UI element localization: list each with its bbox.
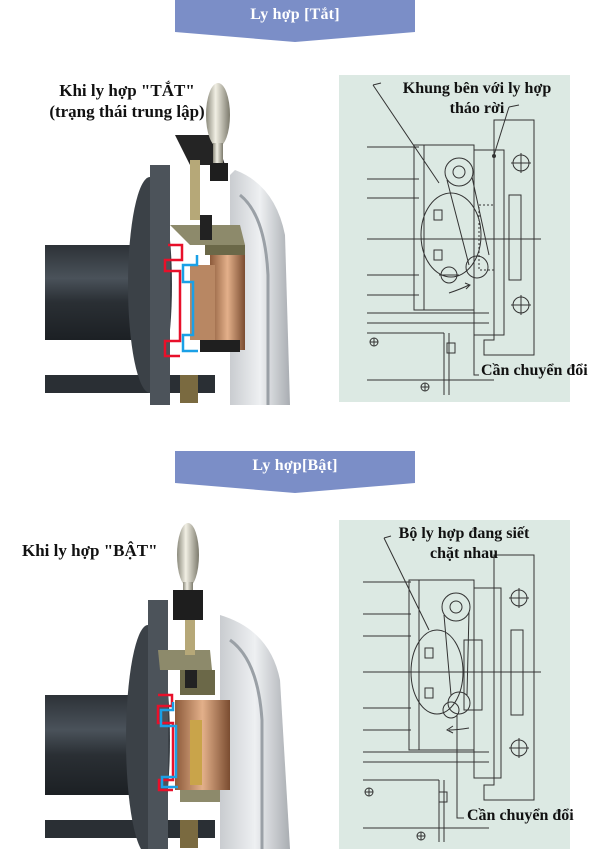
diagram-off-label-lever: Cần chuyển đổi (481, 362, 588, 379)
banner-title: Ly hợp[Bật] (252, 457, 338, 474)
caption-line-1: Khi ly hợp "TẮT" (59, 81, 195, 100)
diagram-off-drawing (367, 82, 541, 395)
diagram-off-label-top: Khung bên với ly hợp tháo rời (377, 79, 577, 119)
caption-line-2: (trạng thái trung lập) (49, 102, 205, 121)
label-top-line-2: tháo rời (449, 100, 505, 117)
diagram-on-panel: Bộ ly hợp đang siết chặt nhau Cần chuyển… (339, 520, 574, 849)
label-top-line-2: chặt nhau (429, 545, 499, 562)
diagram-on-drawing (363, 535, 541, 842)
diagram-on-label-top: Bộ ly hợp đang siết chặt nhau (379, 524, 549, 564)
banner-clutch-on: Ly hợp[Bật] (175, 451, 415, 493)
banner-arrow-shape (175, 0, 415, 42)
banner-clutch-off: Ly hợp [Tắt] (175, 0, 415, 42)
photo-caption-on: Khi ly hợp "BẬT" (22, 540, 172, 561)
clutch-off-photo (45, 83, 290, 405)
diagram-off-panel: Khung bên với ly hợp tháo rời Cần chuyển… (339, 75, 588, 402)
diagram-on-label-lever: Cần chuyển đổi (467, 807, 574, 824)
banner-arrow-shape (175, 451, 415, 493)
clutch-on-photo (45, 523, 290, 849)
label-top-line-1: Bộ ly hợp đang siết (398, 525, 530, 542)
photo-caption-off: Khi ly hợp "TẮT" (trạng thái trung lập) (22, 80, 232, 122)
caption-line-1: Khi ly hợp "BẬT" (22, 541, 158, 560)
label-top-line-1: Khung bên với ly hợp (402, 80, 552, 97)
banner-title: Ly hợp [Tắt] (250, 6, 340, 23)
